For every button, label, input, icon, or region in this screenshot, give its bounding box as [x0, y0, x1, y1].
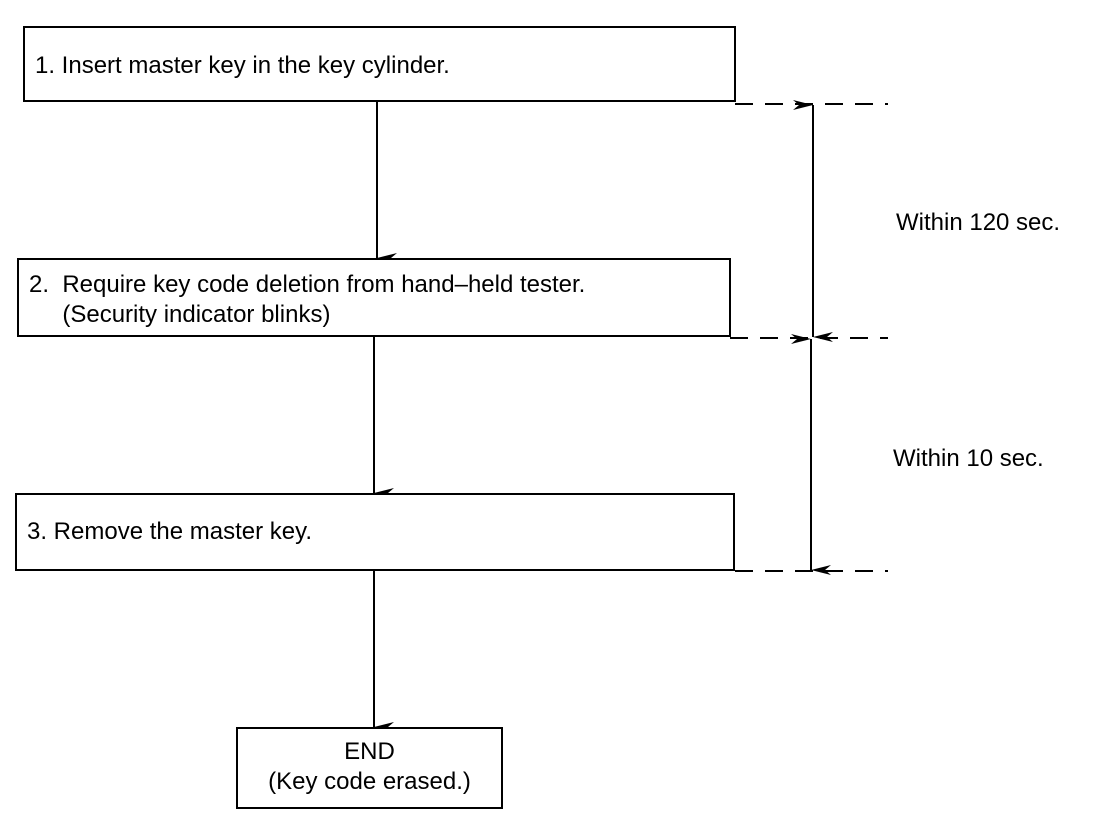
step-3-text: 3. Remove the master key.	[27, 518, 312, 545]
timing-label-120-sec: Within 120 sec.	[896, 209, 1061, 236]
step-2-text-line-1: 2. Require key code deletion from hand–h…	[29, 271, 586, 298]
end-subtitle: (Key code erased.)	[268, 768, 471, 795]
step-1-box: 1. Insert master key in the key cylinder…	[23, 26, 736, 102]
step-1-text: 1. Insert master key in the key cylinder…	[35, 52, 450, 79]
step-2-box: 2. Require key code deletion from hand–h…	[17, 258, 731, 337]
end-title: END	[344, 738, 395, 765]
timing-label-10-sec: Within 10 sec.	[893, 445, 1044, 472]
step-3-box: 3. Remove the master key.	[15, 493, 735, 571]
end-box: END (Key code erased.)	[236, 727, 503, 809]
step-2-text-line-2: (Security indicator blinks)	[29, 301, 331, 328]
